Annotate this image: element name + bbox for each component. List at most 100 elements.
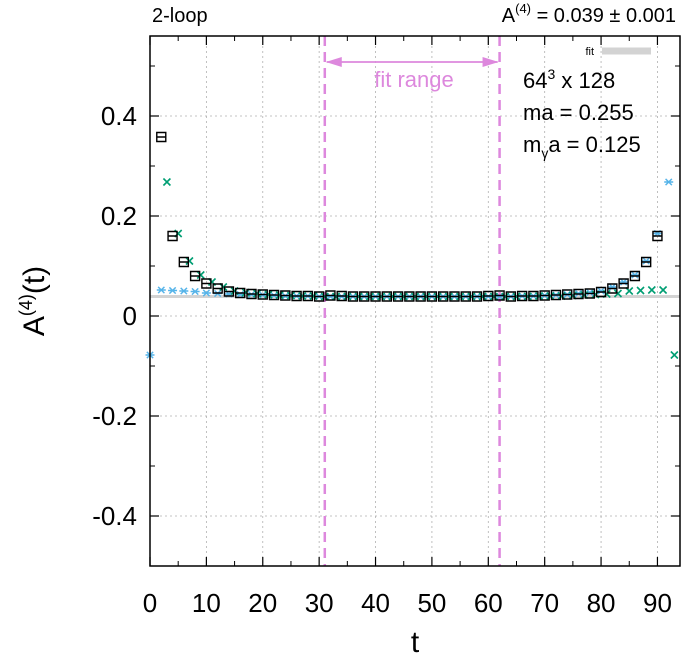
data-points — [145, 131, 679, 360]
data-point-asterisk — [630, 271, 640, 279]
annotation-lattice: 643 x 128 — [523, 66, 615, 93]
data-point-square — [313, 291, 325, 302]
header-right-rest: = 0.039 ± 0.001 — [531, 5, 676, 27]
data-point-cross — [433, 292, 442, 301]
data-point-square — [652, 230, 663, 242]
data-point-cross — [501, 292, 510, 301]
data-point-asterisk — [495, 292, 505, 301]
fit-range-label: fit range — [374, 67, 454, 92]
data-point-square — [437, 291, 449, 302]
data-point-cross — [647, 285, 656, 295]
data-point-square — [156, 131, 167, 143]
data-point-cross — [388, 292, 397, 301]
x-tick-label: 80 — [587, 588, 616, 618]
data-point-square — [494, 290, 505, 301]
data-point-asterisk — [156, 286, 166, 294]
data-point-cross — [489, 292, 499, 301]
data-point-square — [404, 291, 415, 302]
x-tick-label: 70 — [530, 588, 559, 618]
annotation-lattice-rest: x 128 — [555, 68, 615, 93]
data-point-cross — [478, 292, 487, 301]
data-point-cross — [467, 292, 476, 301]
header-right-base: A — [502, 5, 516, 27]
data-point-square — [426, 291, 438, 302]
data-point-cross — [444, 292, 453, 301]
data-point-square — [539, 290, 550, 301]
data-point-square — [370, 291, 381, 302]
data-point-square — [505, 291, 517, 302]
data-point-cross — [534, 291, 544, 301]
data-point-cross — [422, 292, 431, 301]
annotation-photon-base: m — [523, 132, 541, 157]
x-tick-label: 10 — [192, 588, 221, 618]
data-point-square — [640, 256, 652, 268]
annotation-photon-rest: a = 0.125 — [548, 132, 640, 157]
data-point-square — [246, 288, 257, 300]
data-point-square — [189, 270, 201, 282]
data-point-cross — [320, 292, 329, 301]
data-point-cross — [399, 292, 408, 301]
data-point-cross — [286, 291, 296, 300]
data-point-square — [595, 286, 607, 298]
data-point-cross — [523, 292, 532, 301]
data-point-square — [235, 287, 246, 299]
data-point-asterisk — [641, 257, 651, 265]
annotation-lattice-base: 64 — [523, 68, 547, 93]
data-point-square — [460, 291, 471, 302]
data-point-cross — [331, 292, 341, 301]
header-left: 2-loop — [152, 5, 208, 27]
x-tick-label: 0 — [143, 588, 157, 618]
x-tick-label: 40 — [361, 588, 390, 618]
data-point-cross — [354, 292, 363, 301]
y-tick-label: -0.2 — [92, 401, 137, 431]
annotation-mass: ma = 0.255 — [523, 100, 634, 125]
data-point-square — [528, 290, 539, 302]
data-point-cross — [365, 292, 374, 301]
legend-fit-label: fit — [585, 46, 594, 58]
data-point-square — [516, 290, 528, 302]
data-point-asterisk — [168, 286, 178, 295]
data-point-square — [415, 291, 426, 302]
x-tick-label: 50 — [417, 588, 446, 618]
x-tick-label: 90 — [643, 588, 672, 618]
header-right-sup: (4) — [515, 1, 531, 16]
annotation-photon-mass: mγa = 0.125 — [523, 132, 641, 161]
annotation-lattice-sup: 3 — [547, 66, 555, 82]
data-point-cross — [275, 290, 284, 300]
fit-range-arrowhead-right — [482, 57, 499, 67]
data-point-square — [573, 288, 584, 300]
x-axis-title: t — [411, 626, 420, 659]
y-axis-title: A(4)(t) — [16, 266, 51, 336]
data-point-square — [167, 230, 178, 242]
data-point-asterisk — [179, 287, 189, 295]
data-point-square — [550, 289, 562, 301]
data-point-square — [325, 290, 336, 301]
data-point-asterisk — [190, 287, 200, 296]
x-tick-label: 30 — [305, 588, 334, 618]
y-axis-title-sup: (4) — [16, 294, 36, 316]
data-point-square — [562, 289, 573, 300]
data-point-cross — [253, 289, 262, 298]
data-point-cross — [456, 292, 465, 301]
x-tick-label: 60 — [474, 588, 503, 618]
y-axis-title-base: A — [18, 316, 51, 336]
data-point-cross — [670, 350, 679, 360]
data-point-square — [483, 290, 494, 302]
data-point-asterisk — [664, 178, 674, 186]
data-point-asterisk — [607, 283, 617, 291]
data-point-square — [449, 291, 460, 302]
plot-frame — [149, 35, 681, 567]
data-point-square — [392, 291, 404, 302]
data-point-cross — [298, 291, 307, 301]
data-point-cross — [613, 289, 623, 298]
data-point-cross — [659, 285, 668, 295]
data-point-cross — [185, 256, 194, 266]
annotation-photon-sub: γ — [541, 145, 548, 161]
data-point-square — [618, 278, 629, 289]
data-point-cross — [377, 292, 386, 301]
data-point-square — [584, 288, 595, 299]
y-tick-label: 0.2 — [101, 201, 137, 231]
y-tick-label: 0.4 — [101, 101, 137, 131]
